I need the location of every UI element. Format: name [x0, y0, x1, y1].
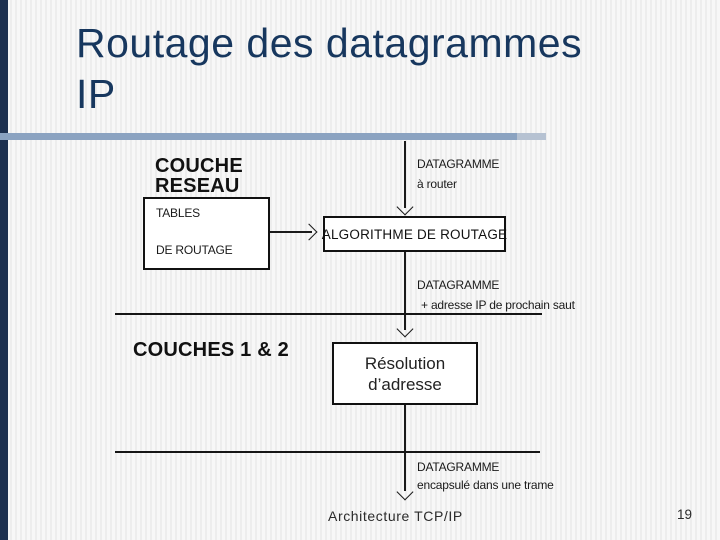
arrow-down-into-resolution-icon — [396, 320, 414, 338]
layer-separator-line-top — [115, 313, 542, 315]
page-title-line2: IP — [76, 71, 116, 117]
routing-tables-box: TABLES DE ROUTAGE — [143, 197, 270, 270]
flow-line-out — [404, 405, 406, 491]
address-resolution-box-line2: d’adresse — [368, 374, 442, 394]
arrow-down-out-icon — [396, 483, 414, 501]
datagram-in-label-line1: DATAGRAMME — [417, 157, 500, 171]
network-layer-label: COUCHE RESEAU — [155, 156, 243, 196]
left-edge-bar — [0, 0, 8, 540]
title-divider-band-endcap — [517, 133, 546, 140]
datagram-out-label-line1: DATAGRAMME — [417, 460, 500, 474]
title-divider-band — [0, 133, 517, 140]
footer-text: Architecture TCP/IP — [328, 508, 463, 524]
flow-line-next-hop — [404, 252, 406, 330]
datagram-next-hop-label-line2: + adresse IP de prochain saut — [421, 298, 575, 312]
layer-separator-line-bottom — [115, 451, 540, 453]
flow-line-in — [404, 141, 406, 208]
network-layer-label-line2: RESEAU — [155, 175, 240, 197]
network-layer-label-line1: COUCHE — [155, 155, 243, 177]
address-resolution-box: Résolution d’adresse — [332, 342, 478, 405]
routing-algorithm-box: ALGORITHME DE ROUTAGE — [321, 216, 508, 252]
page-title: Routage des datagrammes IP — [76, 18, 706, 120]
datagram-in-label-line2: à router — [417, 177, 457, 191]
arrow-right-into-algorithm-icon — [300, 223, 318, 241]
page-title-line1: Routage des datagrammes — [76, 20, 583, 66]
datagram-next-hop-label-line1: DATAGRAMME — [417, 278, 500, 292]
routing-tables-box-line2: DE ROUTAGE — [156, 243, 233, 257]
address-resolution-box-line1: Résolution — [364, 353, 446, 373]
datagram-out-label-line2: encapsulé dans une trame — [417, 478, 554, 492]
routing-tables-box-line1: TABLES — [156, 206, 200, 220]
page-number: 19 — [677, 507, 693, 522]
arrow-down-into-algorithm-icon — [396, 198, 414, 216]
address-resolution-box-label: Résolution d’adresse — [334, 344, 476, 403]
routing-algorithm-box-label: ALGORITHME DE ROUTAGE — [321, 226, 508, 242]
layers-1-2-label: COUCHES 1 & 2 — [133, 339, 289, 361]
tables-to-algorithm-line — [270, 231, 312, 233]
